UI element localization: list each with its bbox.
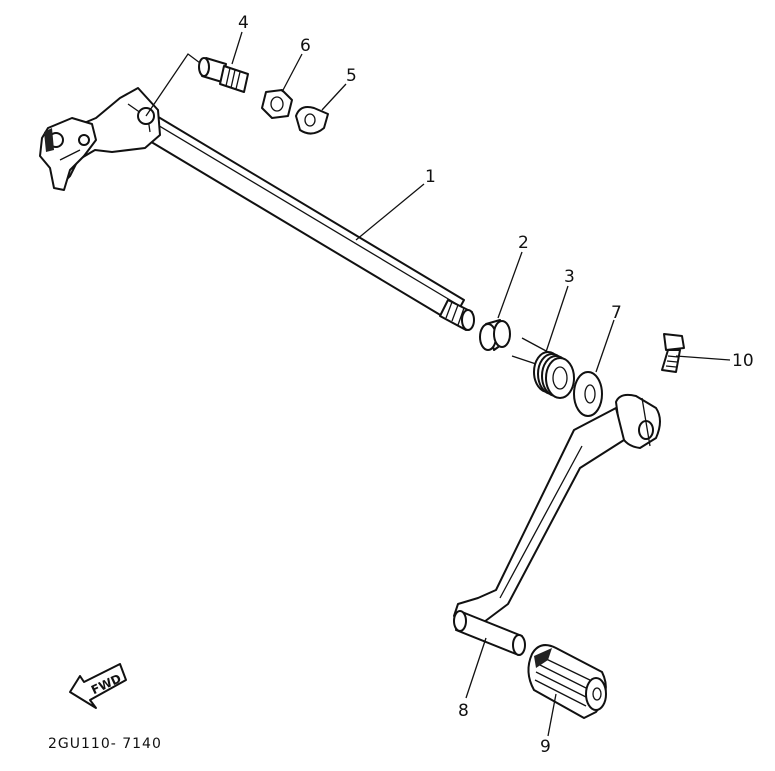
leader-9 [547,693,557,737]
leader-lines [231,31,731,737]
forward-direction-arrow: FWD [69,663,127,709]
part-pedal-rubber [527,644,607,719]
callout-10: 10 [732,351,754,371]
leader-3 [545,285,569,353]
part-lock-washer [295,106,329,135]
callout-1: 1 [425,167,436,187]
callout-numbers: 1 2 3 4 5 6 7 8 9 10 [238,13,754,757]
callout-8: 8 [458,701,469,721]
leader-5 [321,83,347,111]
callout-5: 5 [346,66,357,86]
part-nut [261,89,293,119]
part-collar [479,319,511,351]
part-clamp-bolt [661,333,685,373]
part-shift-pedal [453,393,661,656]
callout-6: 6 [300,36,311,56]
leader-10 [675,355,731,361]
drawing-code: 2GU110- 7140 [48,736,162,752]
callout-3: 3 [564,267,575,287]
callout-2: 2 [518,233,529,253]
leader-4 [231,31,243,65]
part-shift-shaft [39,87,475,331]
leader-7 [595,319,615,373]
callout-4: 4 [238,13,249,33]
part-washer [573,371,603,417]
part-stud-bolt [198,57,249,93]
leader-6 [281,53,303,93]
callout-7: 7 [611,303,622,323]
callout-9: 9 [540,737,551,757]
leader-1 [355,183,425,241]
part-torsion-spring [511,337,575,399]
leader-8 [465,637,487,699]
assembly-guide-line [145,53,205,117]
leader-2 [497,251,523,319]
